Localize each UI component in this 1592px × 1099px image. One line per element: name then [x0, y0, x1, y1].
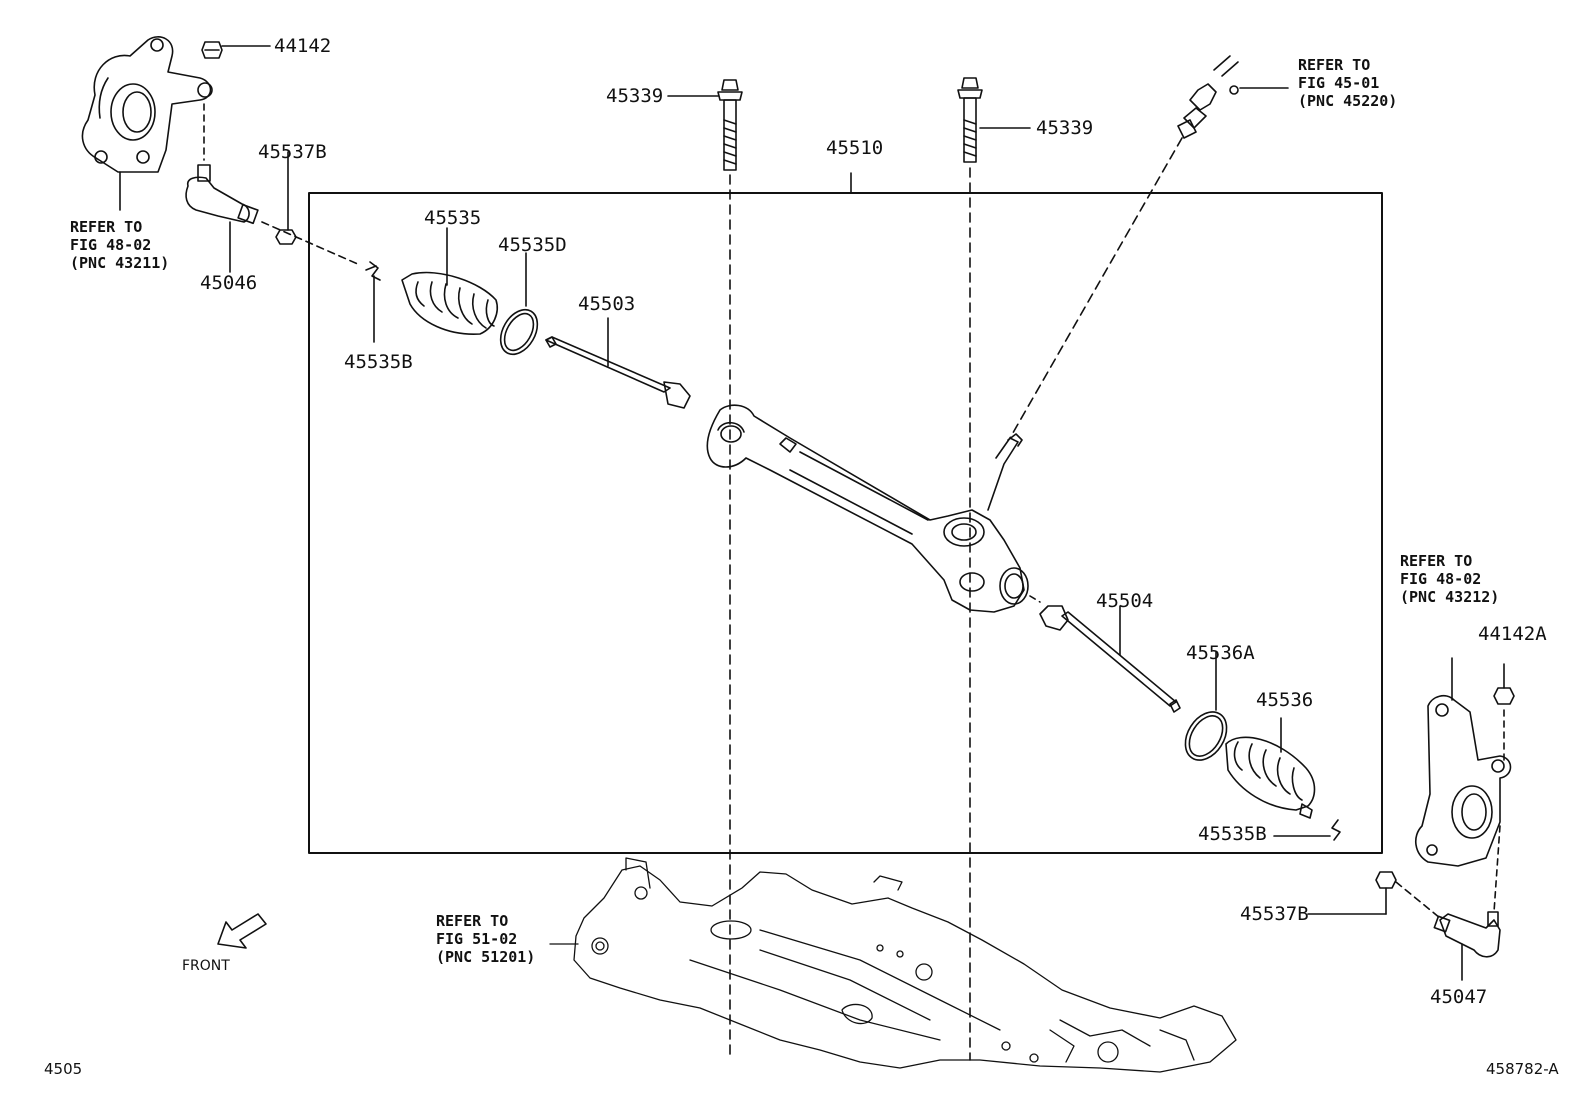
part-label-45503[interactable]: 45503	[578, 293, 636, 315]
refer-note-line: FIG 45-01	[1298, 74, 1380, 92]
refer-note-line: (PNC 45220)	[1298, 92, 1398, 110]
refer-note-line: REFER TO	[1298, 56, 1371, 74]
nut-44142a-drawing	[1493, 663, 1515, 913]
clamp-45536a-drawing	[1184, 651, 1228, 761]
part-label-45536[interactable]: 45536	[1256, 689, 1314, 711]
part-label-45535d[interactable]: 45535D	[498, 234, 567, 256]
tie-rod-45504-drawing	[1029, 595, 1181, 713]
steering-column-joint-drawing	[1009, 55, 1289, 439]
part-label-44142a[interactable]: 44142A	[1478, 623, 1547, 645]
nut-45537b-left-drawing	[261, 151, 361, 266]
right-steering-knuckle-drawing	[1415, 657, 1512, 867]
crossmember-drawing	[549, 857, 1237, 1073]
boot-45536-drawing	[1225, 717, 1316, 819]
part-label-45510[interactable]: 45510	[826, 137, 884, 159]
part-label-45504[interactable]: 45504	[1096, 590, 1154, 612]
bolt-45339-left-drawing	[667, 79, 743, 1061]
refer-note-line: FIG 48-02	[70, 236, 152, 254]
refer-note-line: REFER TO	[436, 912, 509, 930]
part-label-45339-right[interactable]: 45339	[1036, 117, 1094, 139]
part-label-45536a[interactable]: 45536A	[1186, 642, 1255, 664]
nut-44142-drawing	[201, 41, 271, 161]
part-label-45535[interactable]: 45535	[424, 207, 482, 229]
refer-note-line: (PNC 43211)	[70, 254, 170, 272]
refer-note-knuckle-right[interactable]: REFER TO FIG 48-02 (PNC 43212)	[1400, 552, 1499, 606]
part-label-45047[interactable]: 45047	[1430, 986, 1488, 1008]
part-label-44142[interactable]: 44142	[274, 35, 332, 57]
refer-note-line: (PNC 51201)	[436, 948, 536, 966]
part-label-45535b-right[interactable]: 45535B	[1198, 823, 1267, 845]
refer-note-line: FIG 51-02	[436, 930, 518, 948]
part-label-45046[interactable]: 45046	[200, 272, 258, 294]
refer-note-line: REFER TO	[70, 218, 143, 236]
front-label: FRONT	[182, 958, 230, 974]
front-arrow-icon	[217, 913, 267, 949]
part-label-45339-left[interactable]: 45339	[606, 85, 664, 107]
refer-note-crossmember[interactable]: REFER TO FIG 51-02 (PNC 51201)	[436, 912, 535, 966]
tie-rod-45503-drawing	[545, 317, 691, 409]
refer-note-line: (PNC 43212)	[1400, 588, 1500, 606]
refer-note-knuckle-left[interactable]: REFER TO FIG 48-02 (PNC 43211)	[70, 218, 169, 272]
part-label-45535b-left[interactable]: 45535B	[344, 351, 413, 373]
bolt-45339-right-drawing	[957, 77, 1031, 1061]
clip-45535b-left-drawing	[365, 261, 381, 343]
assembly-frame	[308, 192, 1383, 854]
refer-note-line: FIG 48-02	[1400, 570, 1482, 588]
tie-rod-end-45047-drawing	[1433, 911, 1501, 981]
clip-45535b-right-drawing	[1273, 819, 1341, 841]
nut-45537b-right-drawing	[1307, 871, 1441, 919]
boot-45535-drawing	[401, 227, 498, 335]
part-label-45537b-left[interactable]: 45537B	[258, 141, 327, 163]
clamp-45535d-drawing	[499, 252, 539, 356]
steering-rack-housing-drawing	[706, 404, 1029, 613]
refer-note-column[interactable]: REFER TO FIG 45-01 (PNC 45220)	[1298, 56, 1397, 110]
tie-rod-end-45046-drawing	[119, 164, 259, 273]
left-steering-knuckle-drawing	[81, 36, 213, 173]
refer-note-line: REFER TO	[1400, 552, 1473, 570]
figure-id: 458782-A	[1486, 1060, 1559, 1078]
page-code: 4505	[44, 1060, 83, 1078]
part-label-45537b-right[interactable]: 45537B	[1240, 903, 1309, 925]
